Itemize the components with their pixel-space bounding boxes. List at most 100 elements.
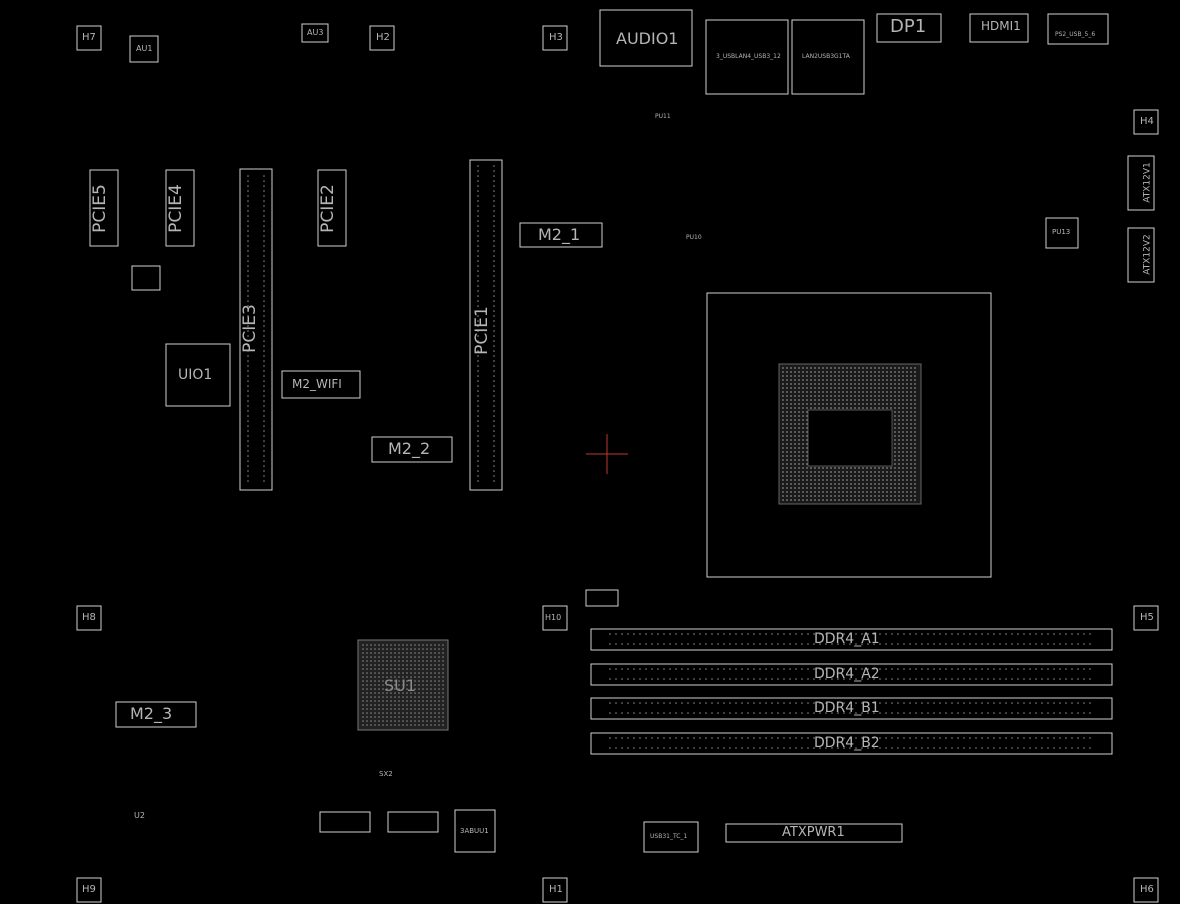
pad-dot (426, 724, 428, 726)
pad-dot (981, 643, 983, 645)
pad-dot (263, 290, 265, 292)
pad-dot (818, 479, 820, 481)
pad-dot (374, 676, 376, 678)
pad-dot (906, 395, 908, 397)
h2-label: H2 (376, 32, 390, 43)
pad-dot (609, 712, 611, 714)
pad-dot (813, 712, 815, 714)
pad-dot (993, 702, 995, 704)
pad-dot (806, 427, 808, 429)
pad-dot (386, 700, 388, 702)
pad-dot (969, 747, 971, 749)
pad-dot (477, 315, 479, 317)
pad-dot (777, 643, 779, 645)
pad-dot (894, 435, 896, 437)
pad-dot (794, 443, 796, 445)
pad-dot (493, 445, 495, 447)
pad-dot (438, 716, 440, 718)
pad-dot (786, 439, 788, 441)
pad-dot (802, 379, 804, 381)
pad-dot (669, 747, 671, 749)
pad-dot (1047, 747, 1049, 749)
pad-dot (398, 712, 400, 714)
pad-dot (422, 644, 424, 646)
pad-dot (765, 643, 767, 645)
pad-dot (434, 724, 436, 726)
pad-dot (914, 371, 916, 373)
pad-dot (842, 499, 844, 501)
pad-dot (398, 688, 400, 690)
pad-dot (247, 240, 249, 242)
pad-dot (927, 668, 929, 670)
pad-dot (687, 668, 689, 670)
pad-dot (247, 385, 249, 387)
pad-dot (858, 467, 860, 469)
pad-dot (1035, 633, 1037, 635)
pad-dot (798, 367, 800, 369)
pad-dot (886, 399, 888, 401)
pad-dot (806, 455, 808, 457)
pad-dot (477, 275, 479, 277)
pad-dot (910, 471, 912, 473)
pad-dot (834, 371, 836, 373)
pad-dot (858, 399, 860, 401)
pad-dot (999, 668, 1001, 670)
pad-dot (957, 668, 959, 670)
pu10-label: PU10 (686, 234, 702, 241)
pad-dot (903, 643, 905, 645)
pad-dot (669, 678, 671, 680)
pad-dot (693, 702, 695, 704)
pad-dot (247, 195, 249, 197)
pad-dot (422, 688, 424, 690)
pad-dot (826, 475, 828, 477)
pad-dot (810, 479, 812, 481)
pad-dot (741, 747, 743, 749)
pad-dot (639, 712, 641, 714)
pad-dot (430, 704, 432, 706)
pad-dot (909, 737, 911, 739)
pad-dot (814, 387, 816, 389)
pad-dot (906, 459, 908, 461)
pad-dot (878, 487, 880, 489)
pad-dot (1089, 643, 1091, 645)
uio1-chip (165, 343, 231, 407)
pad-dot (477, 235, 479, 237)
pad-dot (910, 415, 912, 417)
pad-dot (794, 379, 796, 381)
pad-dot (418, 712, 420, 714)
pad-dot (810, 371, 812, 373)
pad-dot (910, 387, 912, 389)
pad-dot (362, 684, 364, 686)
pad-dot (910, 439, 912, 441)
pad-dot (842, 467, 844, 469)
pad-dot (390, 712, 392, 714)
pad-dot (891, 678, 893, 680)
pad-dot (422, 696, 424, 698)
pad-dot (493, 225, 495, 227)
pad-dot (247, 335, 249, 337)
pad-dot (794, 451, 796, 453)
pad-dot (263, 225, 265, 227)
pad-dot (870, 499, 872, 501)
pad-dot (621, 712, 623, 714)
pad-dot (390, 720, 392, 722)
pad-dot (753, 643, 755, 645)
pad-dot (878, 387, 880, 389)
pad-dot (493, 410, 495, 412)
pad-dot (438, 652, 440, 654)
pad-dot (717, 747, 719, 749)
pad-dot (627, 737, 629, 739)
pad-dot (897, 712, 899, 714)
pad-dot (981, 712, 983, 714)
pad-dot (794, 447, 796, 449)
pad-dot (398, 668, 400, 670)
pad-dot (789, 737, 791, 739)
pad-dot (386, 644, 388, 646)
pad-dot (1059, 712, 1061, 714)
pad-dot (1083, 633, 1085, 635)
pad-dot (854, 495, 856, 497)
pad-dot (882, 495, 884, 497)
pad-dot (247, 375, 249, 377)
pad-dot (434, 648, 436, 650)
pad-dot (681, 668, 683, 670)
